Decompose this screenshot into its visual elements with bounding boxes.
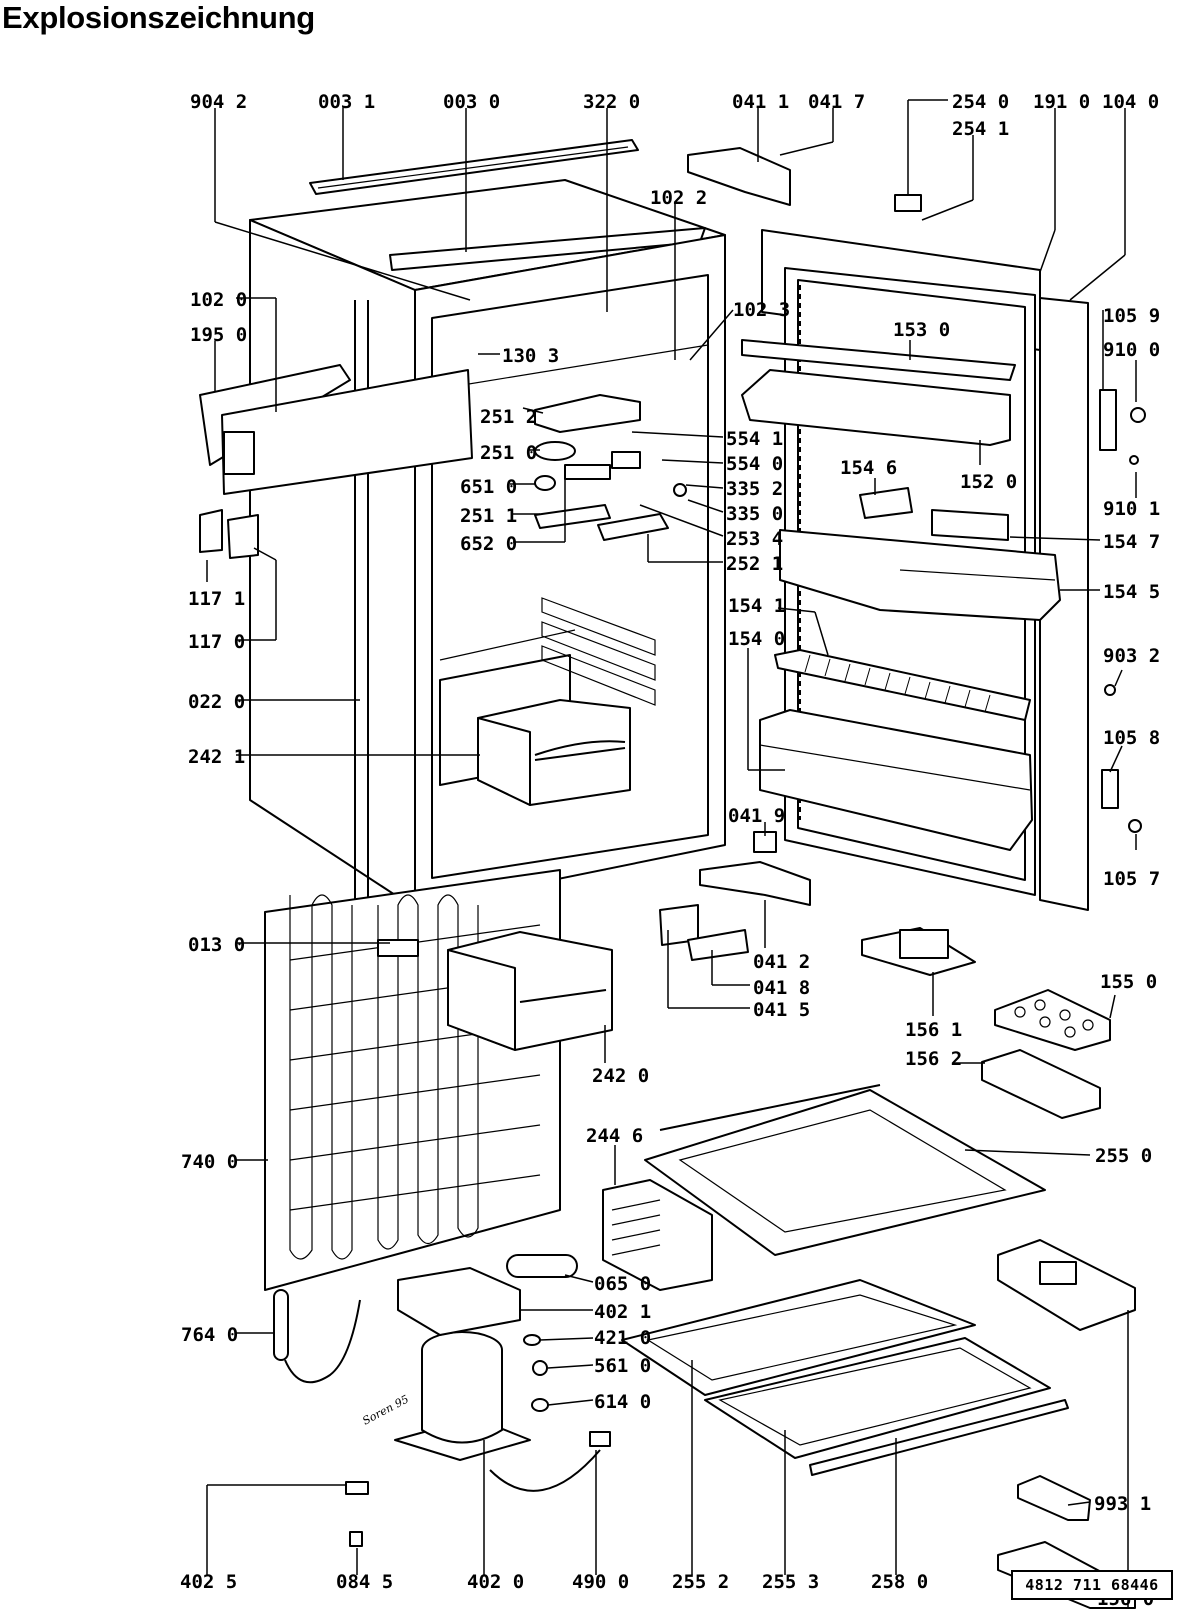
part-label: 117 0 bbox=[188, 631, 245, 653]
part-label: 152 0 bbox=[960, 471, 1017, 493]
part-label: 242 1 bbox=[188, 746, 245, 768]
glass-shelf-lower bbox=[621, 1279, 1069, 1476]
part-label: 255 0 bbox=[1095, 1145, 1152, 1167]
part-label: 003 1 bbox=[318, 91, 375, 113]
part-label: 154 1 bbox=[728, 595, 785, 617]
glass-shelf-upper bbox=[644, 1084, 1046, 1256]
door-shelf-top bbox=[741, 339, 1016, 446]
part-label: 105 8 bbox=[1103, 727, 1160, 749]
part-label: 191 0 bbox=[1033, 91, 1090, 113]
part-label: 764 0 bbox=[181, 1324, 238, 1346]
part-label: 490 0 bbox=[572, 1571, 629, 1593]
part-label: 195 0 bbox=[190, 324, 247, 346]
part-label: 102 2 bbox=[650, 187, 707, 209]
part-label: 154 7 bbox=[1103, 531, 1160, 553]
part-label: 156 1 bbox=[905, 1019, 962, 1041]
part-label: 335 2 bbox=[726, 478, 783, 500]
part-label: 258 0 bbox=[871, 1571, 928, 1593]
part-label: 117 1 bbox=[188, 588, 245, 610]
part-label: 421 0 bbox=[594, 1327, 651, 1349]
part-label: 335 0 bbox=[726, 503, 783, 525]
part-label: 554 1 bbox=[726, 428, 783, 450]
part-label: 153 0 bbox=[893, 319, 950, 341]
crisper-drawer-upper bbox=[477, 699, 631, 806]
freezer-door-flap bbox=[199, 364, 473, 495]
part-label: 065 0 bbox=[594, 1273, 651, 1295]
part-label: 155 0 bbox=[1100, 971, 1157, 993]
part-label: 105 7 bbox=[1103, 868, 1160, 890]
part-label: 003 0 bbox=[443, 91, 500, 113]
leader-lines bbox=[206, 99, 1137, 1609]
bottle-rail bbox=[774, 649, 1031, 721]
stamp-text: Soren 95 bbox=[360, 1392, 411, 1427]
part-label: 154 0 bbox=[728, 628, 785, 650]
part-label: 251 2 bbox=[480, 406, 537, 428]
part-label: 013 0 bbox=[188, 934, 245, 956]
part-label: 253 4 bbox=[726, 528, 783, 550]
part-label: 910 0 bbox=[1103, 339, 1160, 361]
grid-crisper-cover bbox=[602, 1179, 713, 1291]
crisper-drawer-lower bbox=[447, 931, 613, 1051]
part-label: 130 3 bbox=[502, 345, 559, 367]
butter-compartment bbox=[779, 529, 1061, 621]
part-label: 254 0 bbox=[952, 91, 1009, 113]
part-label: 041 5 bbox=[753, 999, 810, 1021]
part-label: 041 7 bbox=[808, 91, 865, 113]
scraper bbox=[1017, 1475, 1091, 1521]
part-label: 740 0 bbox=[181, 1151, 238, 1173]
part-label: 244 6 bbox=[586, 1125, 643, 1147]
part-drawings bbox=[199, 139, 1146, 1609]
small-parts bbox=[199, 147, 1146, 961]
part-label: 154 6 bbox=[840, 457, 897, 479]
part-label: 402 1 bbox=[594, 1301, 651, 1323]
part-label: 904 2 bbox=[190, 91, 247, 113]
part-label: 156 2 bbox=[905, 1048, 962, 1070]
document-number-box: 4812 711 68446 bbox=[1011, 1570, 1173, 1600]
egg-tray bbox=[994, 989, 1111, 1051]
page-title: Explosionszeichnung bbox=[2, 0, 315, 35]
part-label: 402 0 bbox=[467, 1571, 524, 1593]
part-label: 651 0 bbox=[460, 476, 517, 498]
part-label: 255 2 bbox=[672, 1571, 729, 1593]
part-label: 041 9 bbox=[728, 805, 785, 827]
part-label: 251 1 bbox=[460, 505, 517, 527]
part-label: 242 0 bbox=[592, 1065, 649, 1087]
part-label: 041 2 bbox=[753, 951, 810, 973]
part-label: 022 0 bbox=[188, 691, 245, 713]
part-label: 041 8 bbox=[753, 977, 810, 999]
part-label: 652 0 bbox=[460, 533, 517, 555]
part-label: 554 0 bbox=[726, 453, 783, 475]
part-label: 084 5 bbox=[336, 1571, 393, 1593]
part-label: 322 0 bbox=[583, 91, 640, 113]
part-label: 154 5 bbox=[1103, 581, 1160, 603]
part-label: 105 9 bbox=[1103, 305, 1160, 327]
ice-cube-tray bbox=[997, 1239, 1136, 1609]
part-label: 255 3 bbox=[762, 1571, 819, 1593]
top-cover-strip bbox=[309, 139, 639, 195]
bottle-shelf bbox=[759, 709, 1033, 851]
thermostat-assembly bbox=[534, 394, 687, 541]
part-label: 614 0 bbox=[594, 1391, 651, 1413]
part-label: 251 0 bbox=[480, 442, 537, 464]
part-label: 041 1 bbox=[732, 91, 789, 113]
part-label: 910 1 bbox=[1103, 498, 1160, 520]
part-label: 402 5 bbox=[180, 1571, 237, 1593]
part-label: 104 0 bbox=[1102, 91, 1159, 113]
part-label: 252 1 bbox=[726, 553, 783, 575]
part-label: 254 1 bbox=[952, 118, 1009, 140]
ice-tray-low bbox=[861, 927, 1101, 1119]
part-label: 102 3 bbox=[733, 299, 790, 321]
part-label: 993 1 bbox=[1094, 1493, 1151, 1515]
part-label: 102 0 bbox=[190, 289, 247, 311]
compressor bbox=[345, 1254, 611, 1547]
part-label: 561 0 bbox=[594, 1355, 651, 1377]
part-label: 903 2 bbox=[1103, 645, 1160, 667]
